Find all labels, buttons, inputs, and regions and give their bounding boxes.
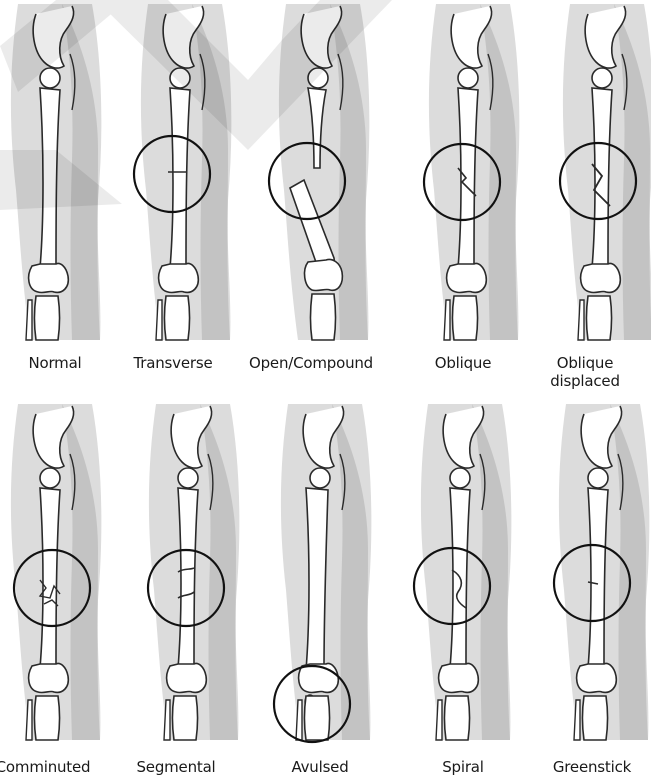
leg-panel-avulsed [281,404,371,740]
tibia [35,296,60,340]
knee-condyles [305,260,343,291]
tibia [305,696,330,740]
label-comminuted: Comminuted [0,758,108,776]
label-transverse: Transverse [108,354,238,372]
label-oblique: Oblique [398,354,528,372]
femoral-head [450,468,470,488]
label-oblique-displaced: Oblique displaced [535,354,635,390]
knee-condyles [577,664,617,693]
leg-panel-greenstick [559,404,649,740]
knee-condyles [447,264,487,293]
tibia [587,296,612,340]
label-segmental: Segmental [111,758,241,776]
femoral-head [178,468,198,488]
leg-panel-comminuted [11,404,101,740]
label-spiral: Spiral [398,758,528,776]
leg-panel-oblique [429,4,519,340]
femoral-head [588,468,608,488]
label-open-compound: Open/Compound [246,354,376,372]
knee-condyles [167,664,207,693]
label-avulsed: Avulsed [255,758,385,776]
tibia [173,696,198,740]
leg-panel-displaced [563,4,651,340]
tibia [165,296,190,340]
knee-condyles [581,264,621,293]
knee-condyles [29,664,69,693]
label-greenstick: Greenstick [527,758,651,776]
femoral-head [592,68,612,88]
tibia [583,696,608,740]
femur-shaft [306,488,328,670]
femoral-head [310,468,330,488]
knee-condyles [159,264,199,293]
knee-condyles [29,264,69,293]
leg-panel-segmental [149,404,239,740]
knee-condyles [299,664,339,693]
tibia [35,696,60,740]
femoral-head [458,68,478,88]
tibia [311,294,336,340]
femoral-head [40,468,60,488]
leg-panel-spiral [421,404,511,740]
tibia [445,696,470,740]
label-normal: Normal [0,354,120,372]
tibia [453,296,478,340]
knee-condyles [439,664,479,693]
